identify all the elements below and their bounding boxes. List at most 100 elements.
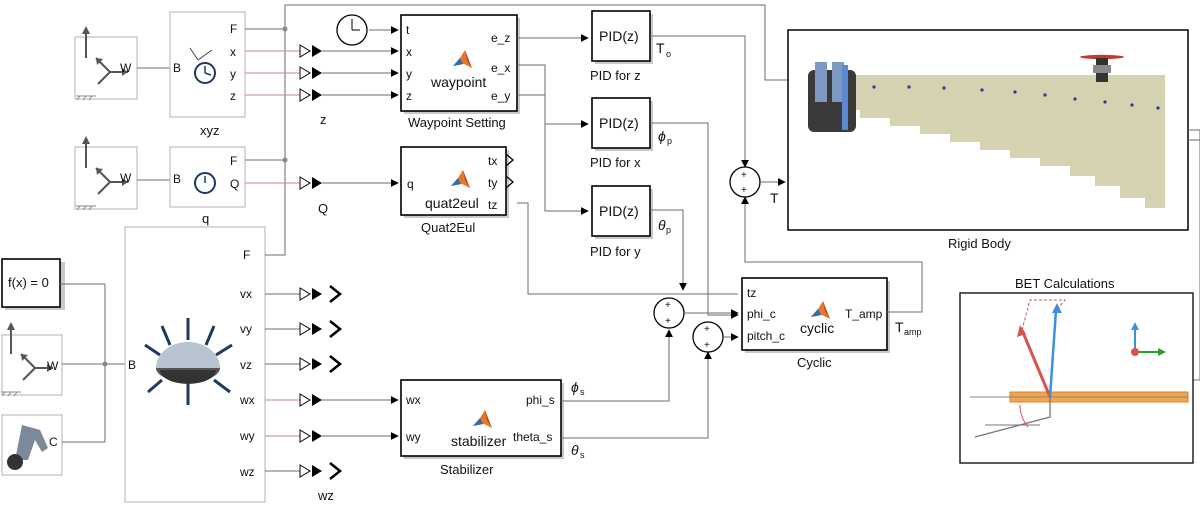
rigid-body-viewer[interactable] [787, 29, 1189, 231]
world-frame-block-2[interactable]: W [74, 135, 138, 211]
body-output-tags [265, 285, 343, 480]
world-frame-block-1[interactable]: W [74, 25, 138, 101]
stabilizer-block[interactable]: wx wy phi_s theta_s stabilizer [400, 379, 564, 459]
joint-label-C: C [49, 435, 58, 449]
sum-sign: + [741, 170, 747, 181]
clock-icon [194, 172, 216, 194]
xyz-caption: xyz [200, 123, 220, 138]
stabilizer-port-phi_s: phi_s [526, 393, 555, 407]
sum-sign: + [741, 185, 747, 196]
q-port-Q: Q [230, 177, 239, 191]
body-port-vy: vy [240, 322, 252, 336]
waypoint-port-e_z: e_z [491, 31, 510, 45]
waypoint-port-x: x [406, 45, 412, 59]
pid-x-caption: PID for x [590, 155, 641, 170]
stabilizer-port-wx: wx [405, 393, 421, 407]
clock-icon [194, 62, 216, 84]
frame-label-W: W [120, 61, 132, 75]
cyclic-port-phi_c: phi_c [747, 307, 776, 321]
signal-theta-p: θ [658, 217, 666, 233]
body-port-wy: wy [239, 429, 255, 443]
sum-sign: + [704, 324, 710, 335]
signal-phi-s: ϕ [571, 379, 579, 395]
quat2eul-block[interactable]: q tx ty tz quat2eul [400, 146, 509, 218]
quat2eul-port-tz: tz [488, 198, 497, 212]
stabilizer-function-name: stabilizer [451, 433, 507, 449]
pid-x-text: PID(z) [599, 115, 639, 131]
pid-z-caption: PID for z [590, 68, 641, 83]
xyz-sensor-block[interactable]: B F x y z [169, 11, 246, 118]
quat2eul-port-tx: tx [488, 154, 497, 168]
q-port-B: B [173, 172, 181, 186]
signal-theta-s-sub: s [580, 450, 585, 460]
xyz-port-x: x [230, 45, 236, 59]
signal-theta-s: θ [571, 442, 579, 458]
waypoint-block[interactable]: t x y z e_z e_x e_y waypoint [400, 14, 520, 114]
pid-y-text: PID(z) [599, 203, 639, 219]
stabilizer-port-wy: wy [405, 430, 421, 444]
gear-icon [7, 454, 23, 470]
signal-Tamp-sub: amp [904, 327, 922, 337]
terrain-shape [840, 75, 1165, 208]
xyz-port-F: F [230, 22, 237, 36]
xyz-port-y: y [230, 67, 236, 81]
mechanism-config-block[interactable]: C [1, 414, 63, 476]
body-port-vz: vz [240, 358, 252, 372]
cyclic-port-pitch_c: pitch_c [747, 329, 785, 343]
rigid-body-caption: Rigid Body [948, 236, 1011, 251]
lift-arrow [1048, 309, 1058, 398]
frame-label-W: W [47, 359, 59, 373]
frame-label-W: W [120, 171, 132, 185]
signal-phi-p-sub: p [667, 136, 672, 146]
signal-T-label: T [770, 190, 779, 206]
bet-calculations-viewer[interactable] [959, 292, 1194, 464]
pid-z-block[interactable]: PID(z) [591, 10, 653, 64]
waypoint-port-y: y [406, 67, 412, 81]
solver-config-block[interactable]: f(x) = 0 [1, 258, 65, 310]
pid-y-block[interactable]: PID(z) [591, 185, 653, 239]
pid-y-caption: PID for y [590, 244, 641, 259]
sum-block-phi[interactable]: + + [653, 297, 685, 329]
sum-sign: + [704, 340, 710, 351]
waypoint-port-z: z [406, 89, 412, 103]
signal-Tamp: T [895, 319, 904, 335]
xyz-port-z: z [230, 89, 236, 103]
sum-block-theta[interactable]: + + [692, 321, 724, 353]
waypoint-dots [872, 85, 1160, 110]
waypoint-port-t: t [406, 23, 410, 37]
quat2eul-function-name: quat2eul [425, 195, 479, 211]
signal-To-sub: o [666, 49, 671, 59]
cyclic-caption: Cyclic [797, 355, 832, 370]
signal-To: T [656, 40, 665, 56]
sum-block-thrust[interactable]: + + [729, 166, 761, 198]
body-sphere-icon [144, 318, 233, 405]
xyz-port-B: B [173, 61, 181, 75]
drone-icon [1080, 54, 1124, 82]
axes-triad-icon [1131, 322, 1166, 356]
pid-x-block[interactable]: PID(z) [591, 97, 653, 151]
waypoint-function-name: waypoint [430, 74, 486, 90]
signal-z-label: z [320, 112, 327, 127]
quat2eul-caption: Quat2Eul [421, 220, 475, 235]
q-sensor-block[interactable]: B F Q [169, 146, 246, 208]
goto-tag-Q [299, 176, 322, 190]
clock-block[interactable] [336, 14, 369, 47]
body-port-B: B [128, 358, 136, 372]
waypoint-caption: Waypoint Setting [408, 115, 506, 130]
goto-tags-xyz [299, 44, 322, 102]
solver-label: f(x) = 0 [8, 275, 49, 290]
sum-sign: + [665, 316, 671, 327]
stabilizer-caption: Stabilizer [440, 462, 494, 477]
body-port-F: F [243, 248, 250, 262]
quadrotor-body-block[interactable]: B F vx vy vz wx wy wz [124, 226, 266, 503]
body-port-wz: wz [239, 465, 255, 479]
arm-icon [15, 425, 48, 460]
world-frame-block-3[interactable]: W [0, 321, 63, 397]
body-port-vx: vx [240, 287, 252, 301]
signal-phi-s-sub: s [580, 387, 585, 397]
q-caption: q [202, 211, 209, 226]
cyclic-block[interactable]: tz phi_c pitch_c T_amp cyclic [741, 277, 890, 353]
resultant-arrow [1020, 329, 1052, 398]
waypoint-port-e_x: e_x [491, 61, 510, 75]
